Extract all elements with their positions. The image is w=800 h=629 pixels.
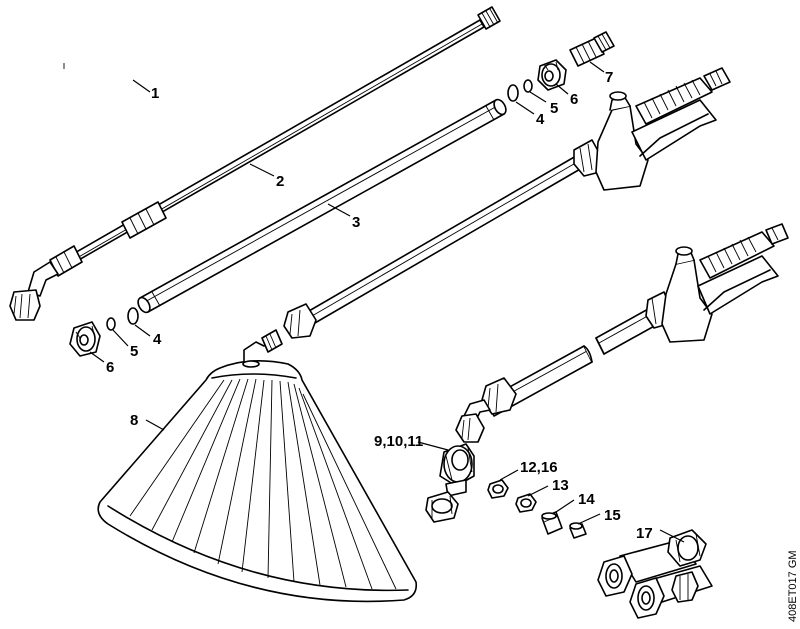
drawing-code: 408ET017 GM bbox=[787, 550, 799, 622]
part-lance-long bbox=[9, 6, 501, 321]
callout-15: 15 bbox=[604, 507, 621, 524]
part-coupling bbox=[425, 443, 475, 523]
callout-6-upper: 6 bbox=[570, 91, 578, 108]
callout-4-lower: 4 bbox=[153, 331, 162, 348]
shield-hatching bbox=[129, 378, 397, 590]
part-spray-handle-lower bbox=[455, 223, 789, 443]
part-tube bbox=[137, 98, 507, 314]
callout-5-lower: 5 bbox=[130, 343, 138, 360]
part-hex-key bbox=[55, 57, 132, 131]
callout-1: 1 bbox=[151, 85, 159, 102]
leader-lines bbox=[89, 61, 685, 543]
part-lower-fittings bbox=[69, 307, 139, 357]
callout-12-16: 12,16 bbox=[520, 459, 558, 476]
callout-3: 3 bbox=[352, 214, 360, 231]
part-nozzles bbox=[487, 479, 587, 539]
part-spray-shield bbox=[97, 329, 418, 603]
part-upper-fittings bbox=[507, 31, 615, 102]
callout-labels: 1 2 3 4 5 6 7 4 5 6 8 9,10,11 12,16 13 1… bbox=[106, 69, 653, 542]
callout-2: 2 bbox=[276, 173, 284, 190]
callout-9-10-11: 9,10,11 bbox=[374, 433, 423, 450]
callout-13: 13 bbox=[552, 477, 569, 494]
callout-5-upper: 5 bbox=[550, 100, 558, 117]
callout-6-lower: 6 bbox=[106, 359, 114, 376]
callout-7: 7 bbox=[605, 69, 613, 86]
callout-17: 17 bbox=[636, 525, 653, 542]
callout-14: 14 bbox=[578, 491, 595, 508]
callout-4-upper: 4 bbox=[536, 111, 545, 128]
callout-8: 8 bbox=[130, 412, 138, 429]
part-double-nozzle bbox=[597, 529, 713, 619]
part-spray-handle-upper bbox=[283, 67, 731, 339]
